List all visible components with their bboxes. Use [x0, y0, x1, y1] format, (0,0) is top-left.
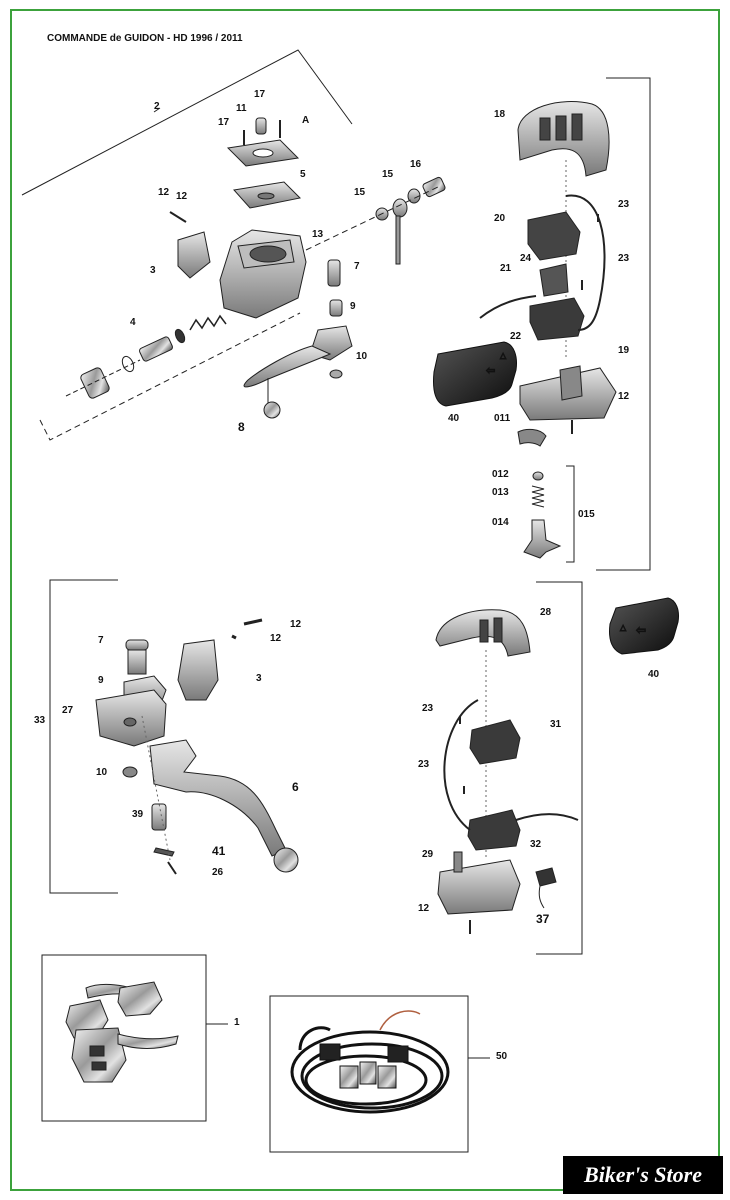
callout-13: 13: [312, 229, 324, 240]
callout-11: 11: [236, 103, 247, 114]
callout-31: 31: [550, 719, 562, 730]
callout-12-f: 12: [418, 903, 430, 914]
callout-50: 50: [496, 1051, 508, 1062]
callout-20: 20: [494, 213, 506, 224]
brake-lever-8: [243, 259, 353, 419]
switch-module-upper: [479, 194, 617, 447]
box-50: [269, 995, 490, 1153]
banjo-fitting: [305, 176, 446, 265]
callout-29: 29: [422, 849, 434, 860]
svg-text:⇦: ⇦: [486, 365, 495, 377]
callout-24: 24: [520, 253, 532, 264]
callout-7-top: 7: [354, 261, 360, 272]
callout-9-bottom: 9: [98, 675, 104, 686]
callout-6: 6: [292, 780, 299, 794]
callout-32: 32: [530, 839, 542, 850]
callout-15-right: 15: [382, 169, 394, 180]
callout-012: 012: [492, 469, 509, 480]
callout-12-a: 12: [158, 187, 170, 198]
svg-text:⇦: ⇦: [636, 623, 646, 637]
callout-16: 16: [410, 159, 422, 170]
callout-011: 011: [494, 413, 511, 424]
svg-text:△: △: [500, 351, 507, 360]
detent-assembly-015: [523, 465, 575, 563]
callout-10-top: 10: [356, 351, 368, 362]
callout-39: 39: [132, 809, 144, 820]
callout-28: 28: [540, 607, 552, 618]
callout-3-bottom: 3: [256, 673, 262, 684]
callout-41: 41: [212, 844, 226, 858]
callout-8: 8: [238, 420, 245, 434]
callout-A: A: [302, 115, 310, 126]
callout-9-top: 9: [350, 301, 356, 312]
piston-assembly: [65, 314, 227, 399]
reservoir-cover: [226, 117, 302, 209]
callout-15-left: 15: [354, 187, 366, 198]
group-2-outline: [21, 49, 353, 441]
callout-10-bottom: 10: [96, 767, 108, 778]
svg-text:△: △: [620, 623, 627, 632]
callout-12-e: 12: [270, 633, 282, 644]
callout-17-left: 17: [218, 117, 230, 128]
callout-33: 33: [34, 715, 46, 726]
diagram-title: COMMANDE de GUIDON - HD 1996 / 2011: [47, 33, 243, 44]
diagram-frame: [10, 9, 720, 1191]
callout-3-top: 3: [150, 265, 156, 276]
callout-40-left: 40: [448, 413, 460, 424]
callout-26: 26: [212, 867, 224, 878]
callout-23-a: 23: [618, 199, 630, 210]
callout-37: 37: [536, 912, 550, 926]
switch-housing-upper-top: [517, 101, 610, 360]
switch-pad-40-right: ⇦ △: [609, 597, 679, 655]
callout-4: 4: [130, 317, 136, 328]
callout-22: 22: [510, 331, 522, 342]
callout-5: 5: [300, 169, 306, 180]
assembled-controls: [65, 981, 179, 1083]
group-33-outline: [49, 579, 118, 894]
callout-12-d: 12: [290, 619, 302, 630]
callout-23-b: 23: [618, 253, 630, 264]
callout-17-top: 17: [254, 89, 266, 100]
callout-23-c: 23: [422, 703, 434, 714]
callout-21: 21: [500, 263, 512, 274]
callout-12-c: 12: [618, 391, 630, 402]
callout-013: 013: [492, 487, 509, 498]
callout-27: 27: [62, 705, 74, 716]
callout-40-right: 40: [648, 669, 660, 680]
clutch-lever-parts: [95, 618, 299, 875]
switch-pad-40-left: ⇦ △: [433, 341, 517, 407]
callout-19: 19: [618, 345, 630, 356]
callout-23-d: 23: [418, 759, 430, 770]
switch-housing-lower: [435, 609, 579, 934]
group-right-lower-outline: [536, 581, 583, 955]
group-right-upper-outline: [596, 77, 651, 571]
master-cylinder-body: [169, 211, 307, 319]
callout-1: 1: [234, 1017, 240, 1028]
callout-12-b: 12: [176, 191, 188, 202]
callout-015: 015: [578, 509, 595, 520]
box-1: [41, 954, 228, 1122]
callout-2: 2: [154, 101, 160, 112]
callout-18: 18: [494, 109, 506, 120]
wiring-harness: [290, 1010, 450, 1114]
callout-7-bottom: 7: [98, 635, 104, 646]
callout-014: 014: [492, 517, 509, 528]
brand-logo: Biker's Store: [563, 1156, 723, 1194]
